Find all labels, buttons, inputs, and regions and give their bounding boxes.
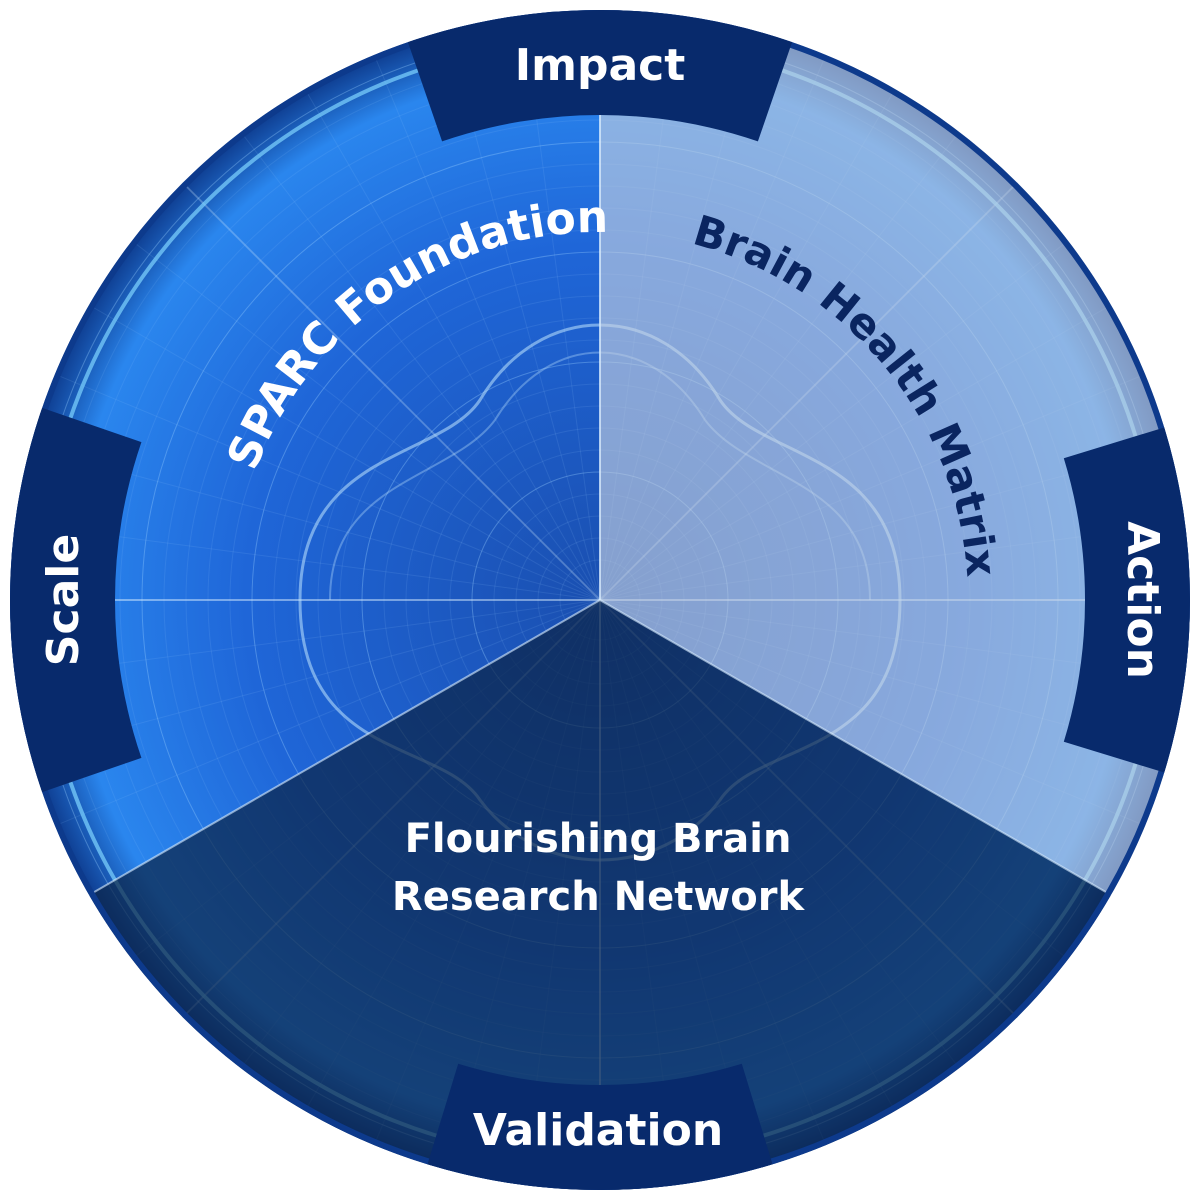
grid-spoke [54, 373, 601, 601]
sector-divider [599, 599, 1112, 896]
tab-label-validation: Validation [473, 1105, 723, 1156]
grid-spoke [182, 182, 601, 601]
tab-label-action: Action [1117, 521, 1168, 679]
grid-spoke [131, 240, 601, 601]
grid-spoke [373, 54, 601, 601]
tab-action [1063, 427, 1190, 773]
grid-axis [182, 182, 601, 601]
grid-spoke [240, 131, 601, 601]
tab-scale [9, 407, 142, 793]
tab-validation [427, 1063, 773, 1190]
grid-spoke [54, 599, 601, 827]
sector-brain-health-matrix [600, 10, 1190, 895]
tab-label-impact: Impact [515, 40, 686, 91]
tab-label-scale: Scale [38, 534, 89, 666]
tab-impact [407, 10, 793, 142]
grid-spoke [304, 88, 601, 601]
sector-label-flourishing-line1: Flourishing Brain [405, 816, 792, 862]
sector-label-flourishing-line2: Research Network [392, 874, 806, 920]
sector-divider [88, 599, 601, 896]
grid-spoke [88, 304, 601, 601]
